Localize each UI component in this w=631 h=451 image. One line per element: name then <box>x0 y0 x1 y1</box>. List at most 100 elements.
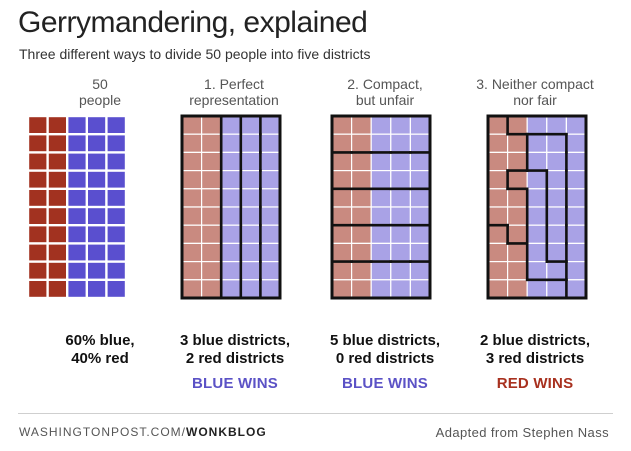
result-people: 60% blue,40% red <box>65 332 135 367</box>
person-cell <box>107 117 125 133</box>
person-cell <box>201 133 222 153</box>
person-cell <box>259 242 281 263</box>
footer-credit: Adapted from Stephen Nass <box>435 425 609 440</box>
person-cell <box>546 224 567 244</box>
person-cell <box>220 188 242 208</box>
person-cell <box>201 242 222 263</box>
person-cell <box>220 224 242 244</box>
person-cell <box>370 170 392 190</box>
person-cell <box>526 224 548 244</box>
person-cell <box>351 242 372 263</box>
person-cell <box>331 206 353 226</box>
person-cell <box>507 279 528 299</box>
person-cell <box>351 279 372 299</box>
person-cell <box>526 206 548 226</box>
person-cell <box>565 188 587 208</box>
person-cell <box>259 188 281 208</box>
person-cell <box>240 115 262 135</box>
person-cell <box>546 133 567 153</box>
person-cell <box>107 190 125 206</box>
person-cell <box>68 226 86 243</box>
person-cell <box>370 261 392 281</box>
person-cell <box>48 281 66 297</box>
person-cell <box>259 261 281 281</box>
person-cell <box>370 115 392 135</box>
person-cell <box>48 208 66 224</box>
person-cell <box>565 170 587 190</box>
person-cell <box>259 279 281 299</box>
person-cell <box>409 206 431 226</box>
person-cell <box>181 261 203 281</box>
person-cell <box>565 242 587 263</box>
person-cell <box>487 115 509 135</box>
person-cell <box>546 188 567 208</box>
person-cell <box>507 133 528 153</box>
person-cell <box>331 151 353 172</box>
person-cell <box>507 151 528 172</box>
person-cell <box>351 261 372 281</box>
person-cell <box>487 242 509 263</box>
person-cell <box>107 244 125 261</box>
person-cell <box>29 226 47 243</box>
person-cell <box>107 208 125 224</box>
person-cell <box>409 115 431 135</box>
footer-source: WASHINGTONPOST.COM/WONKBLOG <box>19 425 267 439</box>
person-cell <box>331 170 353 190</box>
person-cell <box>68 281 86 297</box>
person-cell <box>565 151 587 172</box>
person-cell <box>351 224 372 244</box>
person-cell <box>88 117 106 133</box>
person-cell <box>68 244 86 261</box>
person-cell <box>259 170 281 190</box>
person-cell <box>240 133 262 153</box>
person-cell <box>526 261 548 281</box>
person-cell <box>88 135 106 152</box>
person-cell <box>68 153 86 170</box>
person-cell <box>546 279 567 299</box>
person-cell <box>240 206 262 226</box>
person-cell <box>351 133 372 153</box>
person-cell <box>526 242 548 263</box>
person-cell <box>220 170 242 190</box>
person-cell <box>88 244 106 261</box>
person-cell <box>181 206 203 226</box>
person-cell <box>201 170 222 190</box>
person-cell <box>487 170 509 190</box>
person-cell <box>370 224 392 244</box>
person-cell <box>390 151 411 172</box>
person-cell <box>409 133 431 153</box>
person-cell <box>390 188 411 208</box>
person-cell <box>390 206 411 226</box>
person-cell <box>487 224 509 244</box>
person-cell <box>181 115 203 135</box>
person-cell <box>331 115 353 135</box>
person-cell <box>107 262 125 279</box>
person-cell <box>181 279 203 299</box>
person-cell <box>48 153 66 170</box>
person-cell <box>29 153 47 170</box>
person-cell <box>546 261 567 281</box>
person-cell <box>565 279 587 299</box>
person-cell <box>331 188 353 208</box>
person-cell <box>88 171 106 188</box>
person-cell <box>351 188 372 208</box>
winner-perfect: BLUE WINS <box>192 375 278 392</box>
person-cell <box>29 281 47 297</box>
person-cell <box>29 208 47 224</box>
person-cell <box>351 206 372 226</box>
person-cell <box>29 117 47 133</box>
person-cell <box>507 242 528 263</box>
person-cell <box>370 206 392 226</box>
person-cell <box>107 135 125 152</box>
person-cell <box>487 133 509 153</box>
person-cell <box>220 279 242 299</box>
person-cell <box>331 133 353 153</box>
result-neither: 2 blue districts,3 red districts <box>479 332 591 367</box>
person-cell <box>565 261 587 281</box>
person-cell <box>370 151 392 172</box>
person-cell <box>526 279 548 299</box>
person-cell <box>565 133 587 153</box>
person-cell <box>181 242 203 263</box>
person-cell <box>181 170 203 190</box>
